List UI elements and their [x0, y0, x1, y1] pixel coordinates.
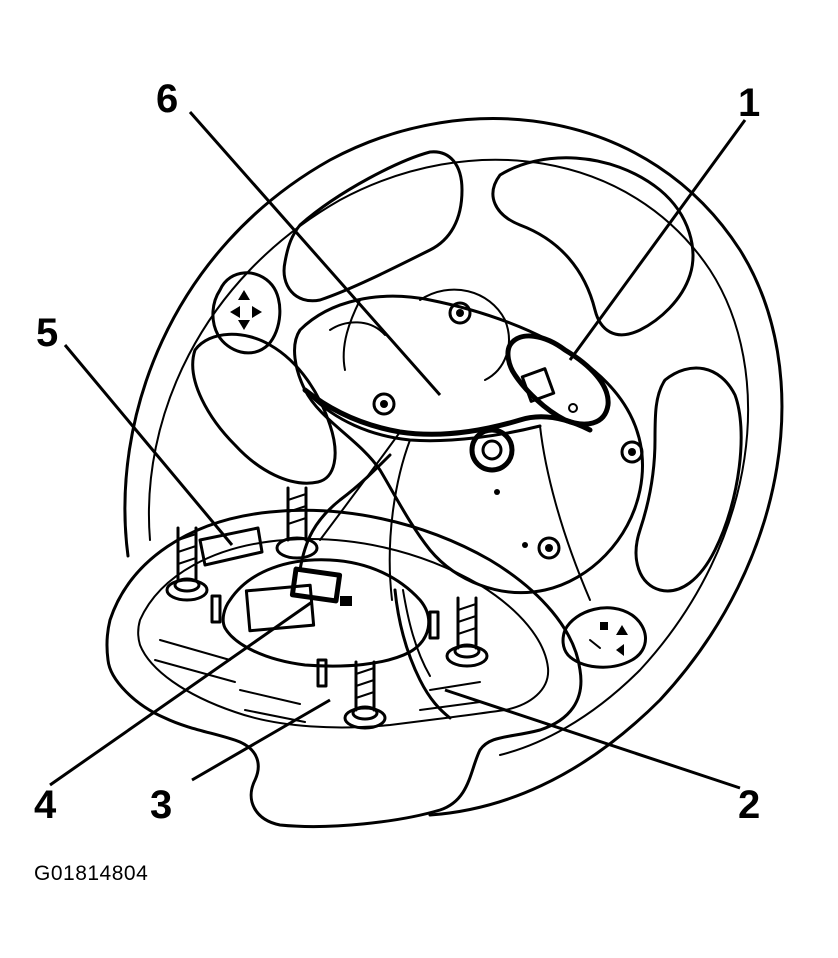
wheel-rim-outer	[123, 117, 784, 817]
left-control-switch	[211, 271, 282, 355]
wheel-hub	[293, 294, 644, 595]
hub-bolt	[372, 392, 396, 416]
module-housing-outer	[105, 508, 583, 828]
callout-4: 4	[34, 783, 57, 827]
module-label	[198, 526, 264, 567]
module-center-plate	[221, 558, 431, 668]
callout-1: 1	[738, 81, 760, 125]
center-nut	[469, 427, 528, 548]
leader-line-2	[444, 688, 741, 790]
module-connector	[289, 566, 352, 606]
leader-line-5	[63, 344, 234, 546]
leader-lines	[49, 111, 747, 790]
hub-bolt	[448, 301, 472, 325]
callout-2: 2	[738, 783, 760, 827]
horn-wire	[393, 588, 452, 720]
hub-bolt	[620, 440, 644, 464]
clock-spring-connector	[505, 333, 611, 427]
wiring-harness	[302, 387, 593, 437]
callout-5: 5	[36, 311, 58, 355]
hub-bolt	[537, 536, 561, 560]
right-control-switch	[561, 606, 647, 669]
spoke-opening-upper-left	[282, 150, 464, 303]
leader-line-4	[49, 600, 313, 787]
callout-3: 3	[150, 783, 172, 827]
figure-id: G01814804	[34, 862, 149, 885]
mounting-stud	[445, 596, 489, 668]
mounting-stud	[165, 526, 209, 602]
spoke-opening-right	[634, 366, 743, 593]
steering-wheel	[123, 117, 784, 817]
spoke-opening-left	[191, 332, 337, 485]
leader-line-3	[191, 698, 331, 782]
mounting-stud	[275, 486, 319, 560]
leader-line-1	[568, 119, 747, 361]
module-housing-inner	[137, 538, 550, 729]
wheel-rim-inner	[148, 158, 749, 756]
leader-line-6	[188, 111, 442, 396]
mounting-stud	[343, 660, 387, 730]
spoke-opening-upper-right	[491, 156, 695, 337]
callout-6: 6	[156, 77, 178, 121]
airbag-module	[105, 453, 583, 828]
